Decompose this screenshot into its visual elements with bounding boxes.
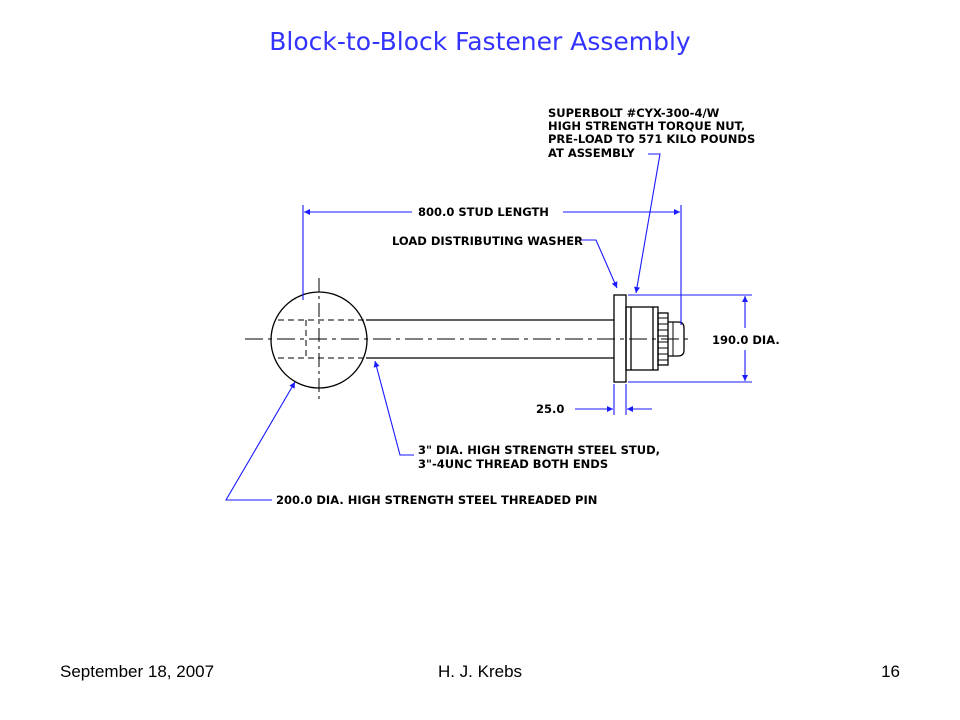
washer-label: LOAD DISTRIBUTING WASHER bbox=[392, 234, 583, 248]
washer-thickness-label: 25.0 bbox=[536, 402, 564, 416]
superbolt-note-line-3: PRE-LOAD TO 571 KILO POUNDS bbox=[548, 132, 755, 146]
footer-author: H. J. Krebs bbox=[437, 662, 523, 681]
superbolt-leader bbox=[634, 153, 661, 294]
pin-leader bbox=[225, 381, 296, 501]
stud-length-label: 800.0 STUD LENGTH bbox=[418, 205, 549, 219]
superbolt-note-line-2: HIGH STRENGTH TORQUE NUT, bbox=[548, 119, 745, 133]
stud-note-line-1: 3" DIA. HIGH STRENGTH STEEL STUD, bbox=[418, 443, 660, 457]
annotations: SUPERBOLT #CYX-300-4/W HIGH STRENGTH TOR… bbox=[276, 106, 780, 507]
jackbolt-ring bbox=[657, 312, 669, 366]
superbolt-note-line-4: AT ASSEMBLY bbox=[548, 146, 635, 160]
part-geometry bbox=[245, 278, 690, 400]
stud-leader bbox=[373, 360, 414, 456]
dimensions bbox=[225, 153, 752, 501]
pin-note: 200.0 DIA. HIGH STRENGTH STEEL THREADED … bbox=[276, 493, 597, 507]
diameter-label: 190.0 DIA. bbox=[712, 333, 780, 347]
stud-note-line-2: 3"-4UNC THREAD BOTH ENDS bbox=[418, 457, 608, 471]
washer-leader bbox=[580, 239, 618, 289]
footer-date: September 18, 2007 bbox=[60, 662, 215, 681]
page-number: 16 bbox=[881, 662, 900, 681]
superbolt-note-line-1: SUPERBOLT #CYX-300-4/W bbox=[548, 106, 720, 120]
slide-title: Block-to-Block Fastener Assembly bbox=[269, 27, 691, 56]
